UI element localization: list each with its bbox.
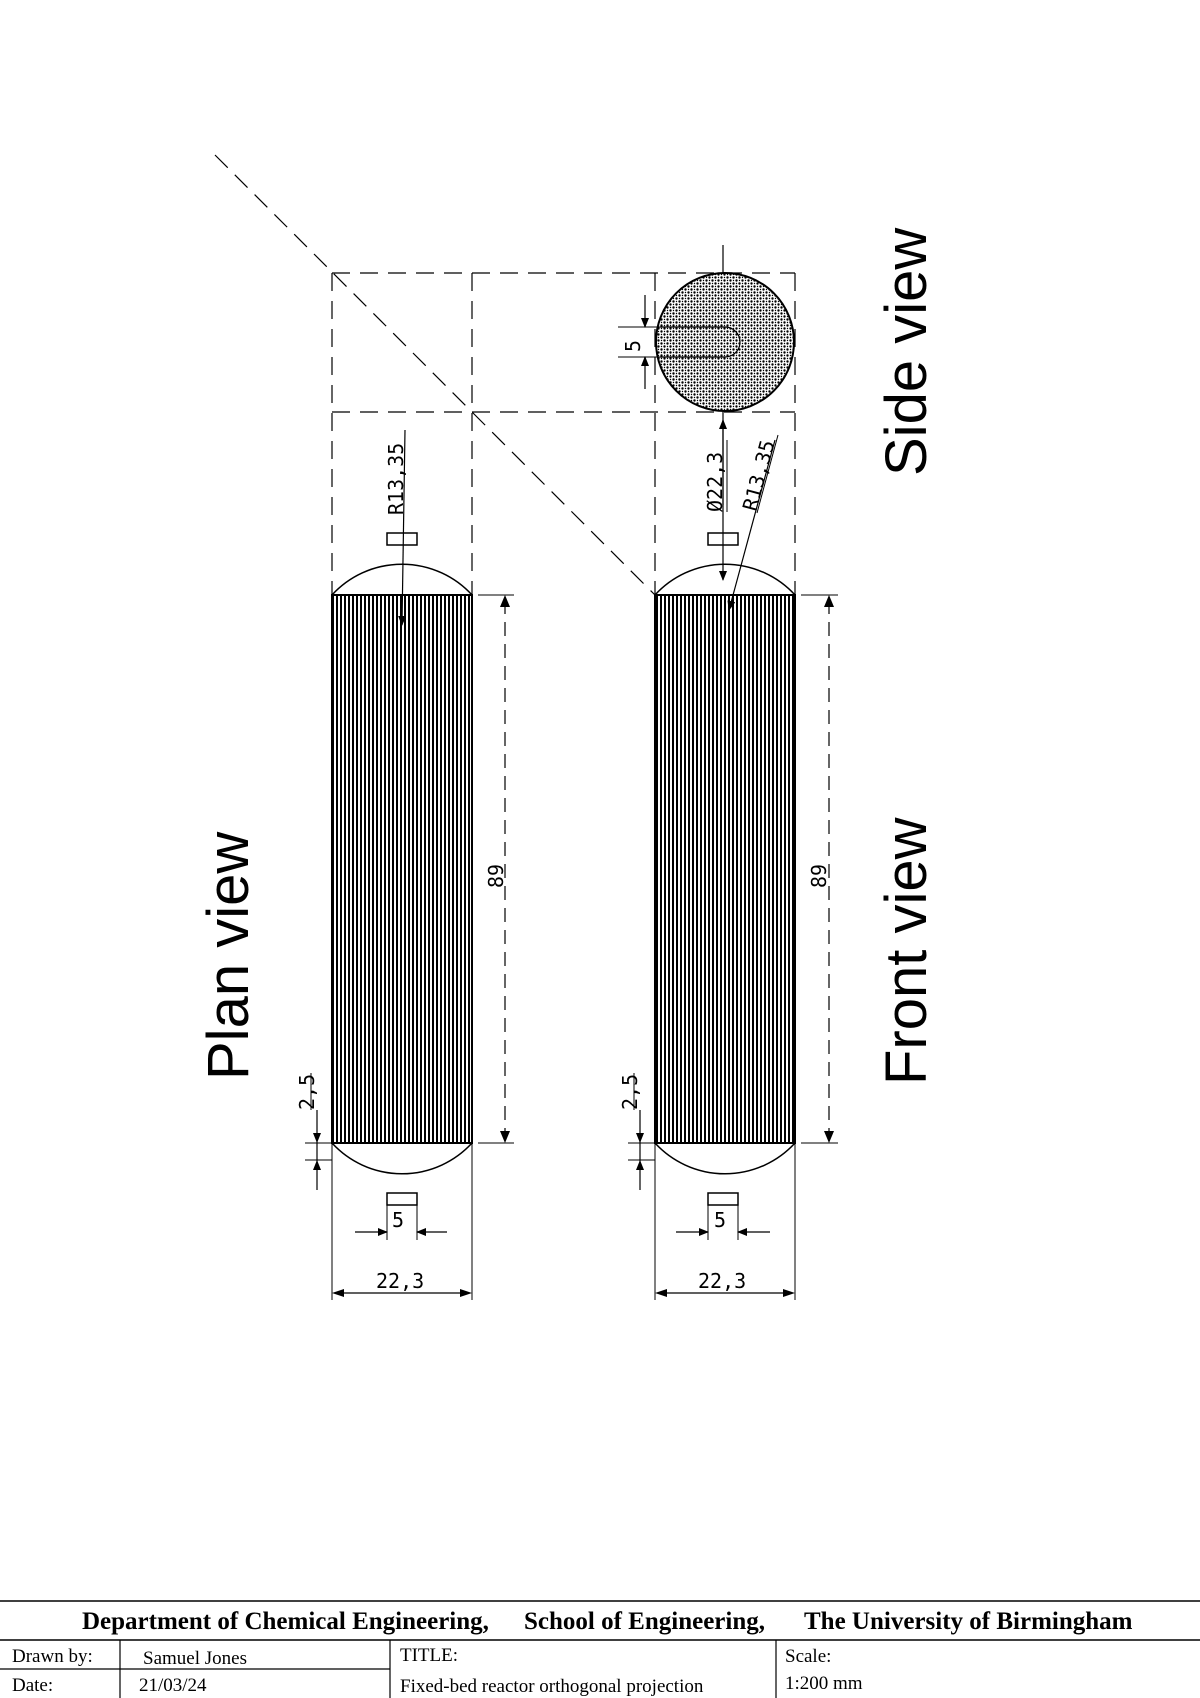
plan-view: R13,35 89 2,5 5 22,3 (295, 429, 514, 1300)
plan-nozzle-label: 5 (392, 1208, 404, 1232)
front-length-label: 89 (807, 864, 831, 888)
plan-view-label: Plan view (196, 831, 261, 1080)
scale-label: Scale: (785, 1646, 831, 1667)
university-name: The University of Birmingham (804, 1608, 1133, 1635)
plan-radius-label: R13,35 (384, 443, 408, 515)
front-radius-leader (727, 439, 776, 611)
front-diameter-label: Ø22,3 (703, 452, 727, 512)
side-view: 5 (618, 272, 795, 412)
front-view-bottom-head (654, 1142, 796, 1175)
front-nozzle-label: 5 (714, 1208, 726, 1232)
front-offset-label: 2,5 (618, 1074, 642, 1110)
front-view-bottom-nozzle (707, 1192, 739, 1206)
front-view: Ø22,3 R13,35 89 2,5 5 22,3 (618, 245, 838, 1300)
drawn-by-value: Samuel Jones (143, 1648, 247, 1669)
drawn-by-label: Drawn by: (12, 1646, 93, 1667)
scale-value: 1:200 mm (785, 1673, 863, 1694)
date-label: Date: (12, 1675, 53, 1696)
front-radius-label: R13,35 (738, 437, 780, 513)
front-width-label: 22,3 (698, 1269, 746, 1293)
plan-radius-leader (398, 429, 407, 626)
plan-view-bottom-nozzle (386, 1192, 418, 1206)
front-view-top-head (654, 563, 796, 596)
plan-view-body (331, 594, 473, 1144)
plan-length-label: 89 (484, 864, 508, 888)
plan-width-label: 22,3 (376, 1269, 424, 1293)
plan-view-top-nozzle (386, 532, 418, 546)
title-label: TITLE: (400, 1645, 458, 1666)
side-nozzle-label: 5 (621, 340, 645, 352)
school-name: School of Engineering, (524, 1608, 765, 1635)
title-block: Department of Chemical Engineering, Scho… (0, 1600, 1200, 1698)
department-name: Department of Chemical Engineering, (82, 1608, 489, 1635)
drawing-title: Fixed-bed reactor orthogonal projection (400, 1676, 704, 1697)
side-view-nozzle-outline (660, 326, 741, 358)
side-view-label: Side view (874, 227, 939, 476)
front-view-label: Front view (874, 816, 939, 1085)
construction-lines (214, 154, 796, 596)
side-view-vessel-section (655, 272, 795, 412)
plan-view-top-head (331, 563, 473, 596)
plan-view-bottom-head (331, 1142, 473, 1175)
date-value: 21/03/24 (139, 1675, 207, 1696)
front-view-body (654, 594, 796, 1144)
plan-offset-label: 2,5 (295, 1074, 319, 1110)
